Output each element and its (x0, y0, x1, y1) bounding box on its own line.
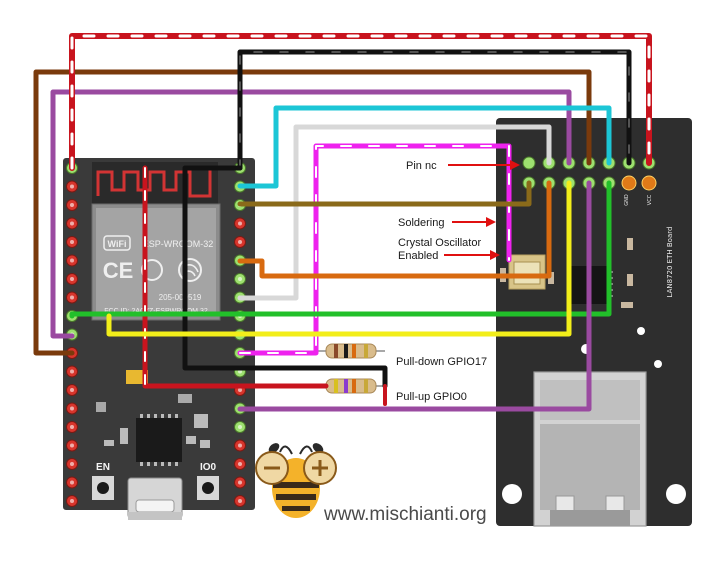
svg-text:Enabled: Enabled (398, 250, 438, 262)
lan8720-board: LAN8720 ETH Board GND VCC (496, 118, 692, 527)
fcc-circle-icon (141, 259, 163, 281)
esp32-pin-hole (70, 203, 74, 207)
esp32-pin-hole (238, 277, 242, 281)
esp32-pin-hole (238, 480, 242, 485)
esp32-pin-hole (70, 258, 74, 263)
label-pull-up: Pull-up GPIO0 (396, 391, 467, 403)
mounting-hole (666, 484, 686, 504)
esp32-pin-hole (70, 499, 74, 503)
esp32-pin-hole (238, 462, 242, 466)
lan-pin-vcc-label: VCC (647, 194, 653, 205)
arrow-right-icon (490, 250, 500, 260)
io0-button[interactable] (197, 476, 219, 500)
wire-magenta (237, 143, 512, 356)
esp32-pin-hole (70, 221, 74, 226)
wire-yellow (106, 180, 572, 337)
svg-text:Soldering: Soldering (398, 217, 444, 229)
resistor-pulldown (318, 343, 385, 359)
wire-white (237, 124, 552, 301)
esp32-pin-hole (70, 369, 74, 374)
usb-uart-chip (136, 414, 182, 466)
wire-purple (50, 89, 572, 339)
label-pull-down: Pull-down GPIO17 (396, 356, 487, 368)
esp32-pin-hole (70, 295, 74, 300)
wifi-logo (103, 235, 131, 251)
arrow-right-icon (510, 160, 520, 170)
micro-usb-port (127, 477, 183, 520)
wifi-text: WiFi (108, 239, 127, 249)
en-button[interactable] (92, 476, 114, 500)
esp32-pin-hole (70, 388, 74, 392)
esp32-pin-hole (238, 425, 242, 429)
mounting-hole (502, 484, 522, 504)
lan-board-label: LAN8720 ETH Board (666, 227, 674, 298)
esp32-pin-hole (238, 443, 242, 448)
en-button-label: EN (96, 462, 110, 473)
svg-text:Pin nc: Pin nc (406, 160, 437, 172)
mounting-hole (654, 360, 662, 368)
lan-pin-gnd-label: GND (624, 194, 630, 206)
watermark: www.mischianti.org (323, 504, 487, 525)
wire-brown (33, 69, 592, 356)
esp32-pin-hole (70, 240, 74, 244)
mounting-hole (637, 327, 645, 335)
esp32-pin-hole (238, 240, 242, 244)
esp32-pin-hole (70, 277, 74, 281)
esp32-board: WiFi ESP-WROOM-32 CE 205-000519 FCC ID: … (63, 158, 255, 520)
mischianti-bee-logo-icon (255, 443, 337, 518)
annotation-crystal: Crystal Oscillator Enabled (398, 237, 500, 262)
io0-button-label: IO0 (200, 462, 217, 473)
esp32-pin-hole (70, 425, 74, 429)
esp32-pin-hole (238, 221, 242, 226)
wire-green (69, 180, 612, 319)
rj45-connector (533, 371, 647, 527)
esp32-pin-hole (70, 480, 74, 485)
wire-cyan (237, 105, 612, 189)
svg-text:Crystal Oscillator: Crystal Oscillator (398, 237, 481, 249)
wire-olive (237, 180, 532, 207)
crystal-oscillator (508, 254, 546, 290)
annotation-soldering: Soldering (398, 217, 496, 229)
resistor-pullup (318, 378, 385, 394)
annotation-pin-nc: Pin nc (406, 160, 520, 172)
esp32-pin-hole (70, 462, 74, 466)
esp32-pin-hole (238, 499, 242, 503)
esp32-pin-hole (70, 443, 74, 448)
ce-mark: CE (103, 258, 134, 283)
wire-orange (237, 180, 552, 279)
arrow-right-icon (486, 217, 496, 227)
module-name: ESP-WROOM-32 (143, 239, 214, 249)
esp32-pin-hole (70, 184, 74, 189)
espressif-logo-icon (178, 258, 202, 282)
module-code: 205-000519 (159, 293, 202, 302)
wires (33, 33, 652, 412)
esp32-pin-hole (238, 388, 242, 392)
esp32-wroom-module: WiFi ESP-WROOM-32 CE 205-000519 FCC ID: … (91, 203, 221, 321)
esp32-pin-hole (70, 406, 74, 411)
